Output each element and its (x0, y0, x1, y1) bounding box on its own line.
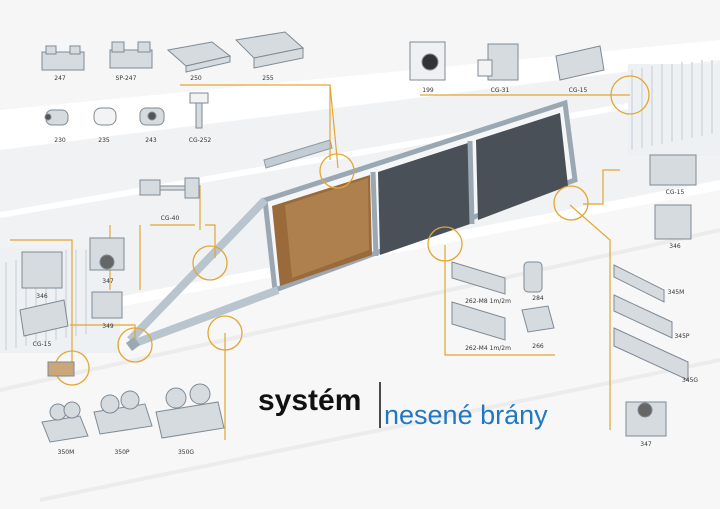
cleat-346-right-icon (654, 204, 692, 240)
guide-cg15-left-icon (19, 299, 69, 337)
profile-345g-icon (613, 327, 689, 381)
label-345p: 345P (674, 333, 689, 340)
bracket-247-icon (41, 45, 85, 71)
label-262m8: 262-M8 1m/2m (465, 298, 511, 305)
parts-illustrations (19, 31, 697, 443)
bracket-347-left-icon (89, 237, 125, 271)
part-labels: 247 SP-247 250 255 230 235 243 CG-252 CG… (33, 75, 699, 456)
label-347-right: 347 (640, 441, 652, 448)
label-350p: 350P (114, 449, 129, 456)
label-262m4: 262-M4 1m/2m (465, 345, 511, 352)
bracket-266-icon (521, 305, 555, 333)
cleat-346-left-icon (21, 251, 63, 289)
label-cg15-left: CG-15 (33, 341, 52, 348)
label-346-left: 346 (36, 293, 48, 300)
roller-230-icon (44, 109, 69, 126)
label-345m: 345M (668, 289, 685, 296)
label-350m: 350M (58, 449, 75, 456)
label-cg252: CG-252 (189, 137, 212, 144)
label-247: 247 (54, 75, 66, 82)
bracket-347-right-icon (625, 401, 667, 437)
label-sp247: SP-247 (116, 75, 137, 82)
trolley-350m-icon (41, 401, 89, 443)
profile-345m-icon (613, 264, 665, 303)
roller-235-icon (93, 107, 117, 126)
label-349: 349 (102, 323, 114, 330)
label-230: 230 (54, 137, 66, 144)
label-cg15-top: CG-15 (569, 87, 588, 94)
label-284: 284 (532, 295, 544, 302)
trolley-350p-icon (93, 390, 153, 435)
bracket-250-icon (166, 41, 232, 73)
guide-cg31-icon (477, 43, 519, 81)
guide-cg15-top-icon (555, 45, 605, 81)
stop-199-icon (409, 41, 446, 81)
end-cap-icon (47, 361, 75, 377)
label-cg40: CG-40 (161, 215, 180, 222)
bracket-sp247-icon (109, 41, 153, 69)
leader-lines (10, 84, 630, 440)
guide-cg40-icon (139, 177, 200, 199)
bracket-349-icon (91, 291, 123, 319)
label-243: 243 (145, 137, 157, 144)
bracket-255-icon (234, 31, 305, 69)
label-345g: 345G (682, 377, 698, 384)
guide-cg15-right-icon (649, 154, 697, 186)
highlight-circles (54, 75, 650, 386)
label-199: 199 (422, 87, 434, 94)
rack-262m8-icon (451, 261, 506, 295)
roller-243-icon (139, 107, 165, 126)
label-cg31: CG-31 (491, 87, 510, 94)
label-266: 266 (532, 343, 544, 350)
fence-right (628, 60, 720, 156)
label-235: 235 (98, 137, 110, 144)
label-346-right: 346 (669, 243, 681, 250)
label-347-left: 347 (102, 278, 114, 285)
label-255: 255 (262, 75, 274, 82)
label-cg15-right: CG-15 (666, 189, 685, 196)
label-350g: 350G (178, 449, 194, 456)
heading: systém nesené brány (258, 382, 548, 430)
heading-light: nesené brány (384, 400, 548, 430)
guide-cg252-icon (189, 92, 209, 129)
sliding-gate (126, 99, 578, 351)
rack-262m4-icon (451, 301, 506, 341)
label-250: 250 (190, 75, 202, 82)
trolley-350g-icon (155, 383, 225, 439)
profile-345p-icon (613, 294, 673, 339)
connector-284-icon (523, 261, 543, 293)
heading-bold: systém (258, 384, 361, 417)
